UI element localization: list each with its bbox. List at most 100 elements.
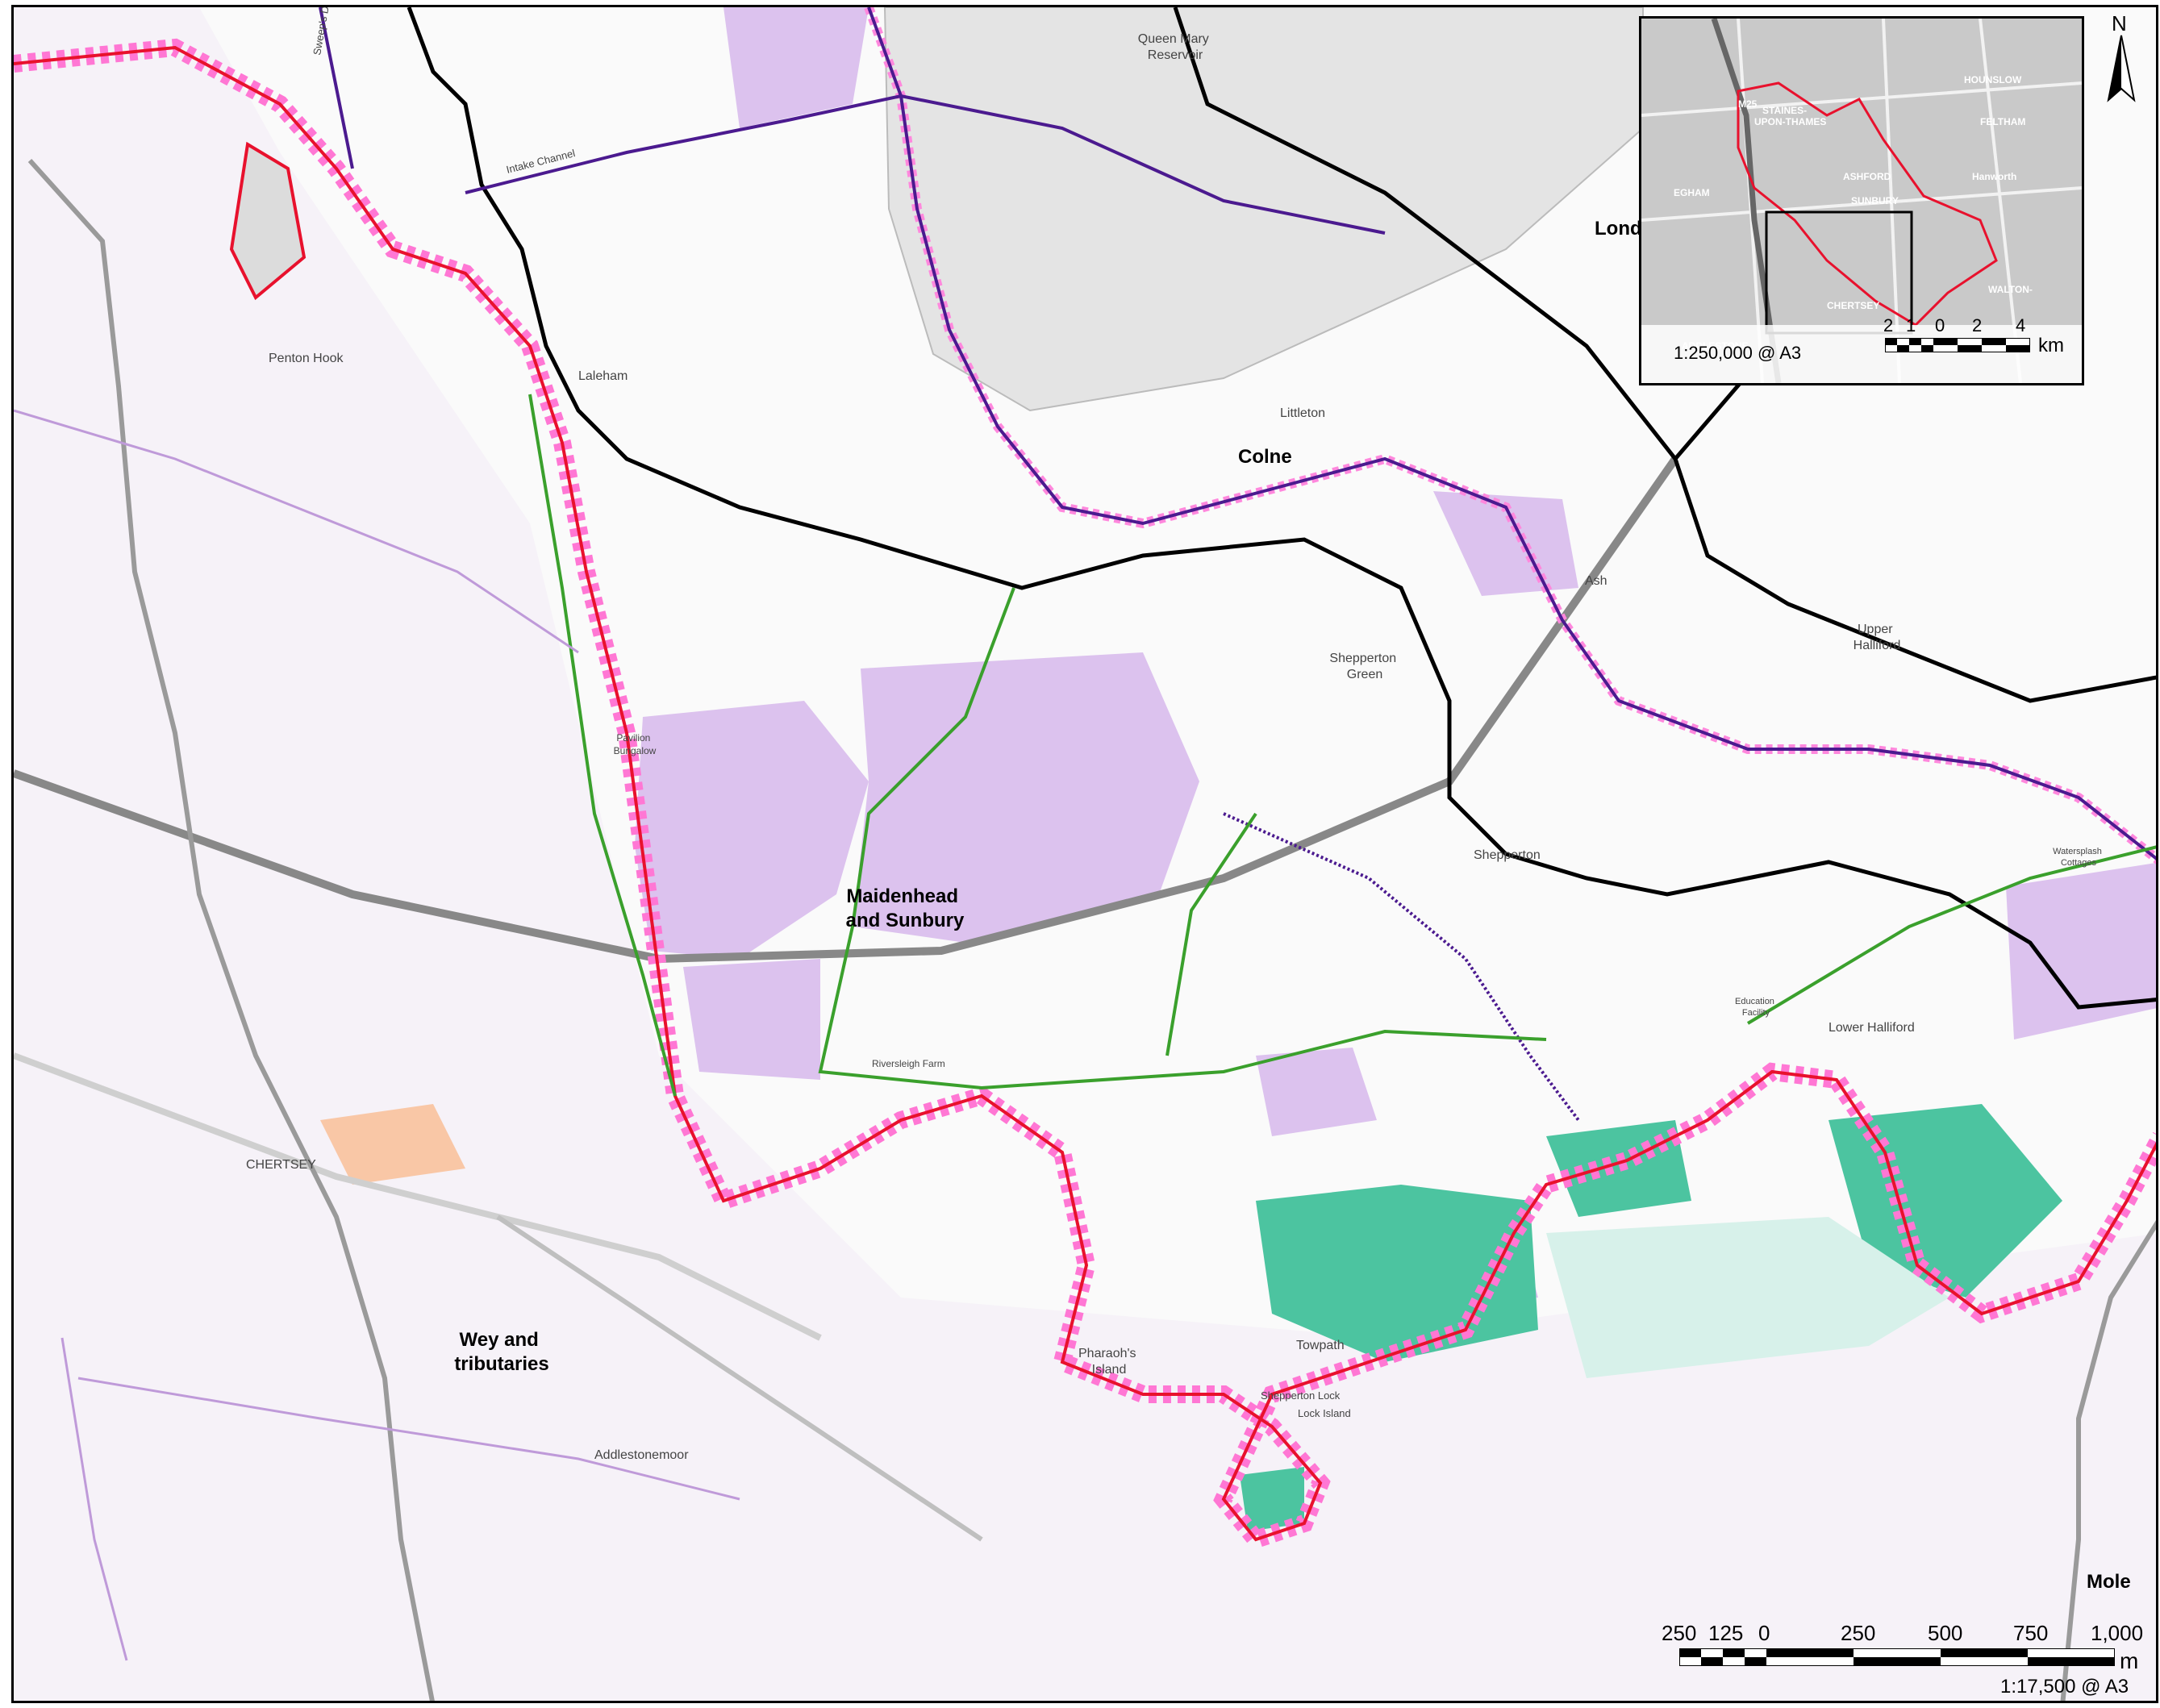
sweeps-ditch — [319, 7, 354, 169]
place-shepperton-green-1: Shepperton — [1329, 652, 1396, 665]
green-path-4 — [528, 394, 677, 1097]
inset-scale-tick-4: 4 — [2016, 315, 2026, 335]
inset-map[interactable]: STAINES- UPON-THAMES FELTHAM HOUNSLOW EG… — [1639, 16, 2084, 385]
place-riversleigh: Riversleigh Farm — [872, 1058, 945, 1069]
catchment-boundary — [407, 7, 2156, 1010]
inset-study-area — [1737, 81, 1998, 327]
inset-place-walton: WALTON- — [1988, 284, 2033, 295]
flood-zone-orange — [320, 1104, 465, 1185]
place-addlestonemoor: Addlestonemoor — [594, 1448, 689, 1462]
inset-place-feltham: FELTHAM — [1980, 116, 2025, 127]
lake-west — [635, 701, 869, 959]
flood-zone-2 — [1828, 1104, 2062, 1298]
inset-scale-unit: km — [2038, 335, 2064, 356]
place-shepperton-lock: Shepperton Lock — [1261, 1389, 1341, 1402]
inset-place-staines: STAINES- — [1762, 105, 1807, 116]
scale-tick-750: 750 — [2013, 1621, 2049, 1645]
inset-place-labels: STAINES- UPON-THAMES FELTHAM HOUNSLOW EG… — [1674, 74, 2033, 352]
place-lower-halliford: Lower Halliford — [1828, 1021, 1915, 1035]
scale-tick-250b: 250 — [1841, 1621, 1876, 1645]
intake-channel — [465, 94, 1386, 235]
place-education-1: Education — [1735, 997, 1774, 1006]
place-upper-halliford: Upper Halliford — [1854, 623, 1901, 652]
place-queen-mary-1: Queen Mary — [1138, 32, 1209, 46]
lake-central — [853, 652, 1199, 943]
label-lond: Lond — [1595, 218, 1642, 240]
place-queen-mary-2: Reservoir — [1148, 48, 1203, 62]
green-path-1 — [818, 587, 1547, 1090]
boundary-ne — [1173, 7, 2156, 703]
inset-scale-tick-2b: 2 — [1972, 315, 1983, 335]
lake-east-2 — [2006, 862, 2156, 1039]
lake-east — [1433, 491, 1578, 596]
label-wey-line1: Wey and — [460, 1329, 539, 1351]
motorway-m3 — [14, 456, 1679, 964]
inset-scale-bar — [1885, 338, 2030, 352]
lake-south-west — [683, 959, 820, 1080]
label-maidenhead: Maidenhead and Sunbury — [846, 885, 965, 931]
place-littleton: Littleton — [1280, 406, 1325, 420]
place-shepperton: Shepperton — [1474, 848, 1541, 862]
green-path-3 — [1746, 845, 2156, 1025]
flood-zone-4 — [1240, 1467, 1304, 1531]
lake-north — [723, 7, 869, 128]
place-chertsey: CHERTSEY — [246, 1158, 316, 1172]
river-thames — [14, 45, 2156, 1542]
river-colne — [867, 7, 2156, 860]
inset-scale-ratio: 1:250,000 @ A3 — [1674, 343, 1802, 363]
faded-west-zone — [14, 7, 2156, 1701]
place-waterslash-1: Watersplash — [2053, 847, 2102, 856]
inset-place-hounslow: HOUNSLOW — [1964, 74, 2022, 85]
inset-place-egham: EGHAM — [1674, 187, 1710, 198]
place-upper-halliford-2: Halliford — [1854, 639, 1901, 652]
lake-south-1 — [1256, 1048, 1377, 1136]
place-shepperton-green-2: Green — [1347, 668, 1382, 681]
place-pavilion-1: Pavilion — [616, 732, 650, 744]
label-mole: Mole — [2087, 1571, 2131, 1593]
place-education-2: Facility — [1742, 1008, 1770, 1018]
inset-place-m25: M25 — [1738, 98, 1758, 110]
scale-tick-125: 125 — [1708, 1621, 1744, 1645]
green-path-2 — [1165, 812, 1257, 1056]
place-pharaohs-1: Pharaoh's — [1078, 1347, 1136, 1360]
scale-tick-500: 500 — [1928, 1621, 1963, 1645]
inset-scale-tick-2a: 2 — [1883, 315, 1894, 335]
place-waterslash: Watersplash Cottages — [2053, 847, 2104, 868]
north-label: N — [2112, 11, 2127, 35]
scale-bar-graphic — [1679, 1648, 2115, 1666]
north-arrow-icon — [2107, 35, 2136, 102]
flood-zone-light — [1546, 1217, 1949, 1378]
grey-boundary-east — [2060, 1219, 2156, 1701]
inset-place-ashford: ASHFORD — [1843, 171, 1891, 182]
place-education: Education Facility — [1735, 997, 1777, 1018]
place-pharaohs: Pharaoh's Island — [1078, 1347, 1140, 1377]
tributary-2 — [77, 1377, 740, 1501]
place-shepperton-green: Shepperton Green — [1329, 652, 1399, 681]
place-towpath: Towpath — [1296, 1339, 1345, 1352]
scale-tick-1000: 1,000 — [2091, 1621, 2144, 1645]
label-maidenhead-line1: Maidenhead — [846, 885, 958, 907]
place-pavilion: Pavilion Bungalow — [614, 732, 657, 756]
grey-boundary-west — [27, 158, 435, 1701]
place-laleham: Laleham — [578, 369, 628, 383]
river-loop-north — [229, 141, 306, 301]
river-ash — [1223, 812, 1580, 1122]
place-upper-halliford-1: Upper — [1858, 623, 1893, 636]
label-maidenhead-line2: and Sunbury — [846, 910, 965, 931]
inset-scale-panel — [1641, 325, 2082, 383]
place-ash: Ash — [1585, 574, 1607, 588]
inset-bg — [1641, 19, 2082, 383]
inset-place-sunbury: SUNBURY — [1851, 195, 1899, 206]
label-colne: Colne — [1238, 446, 1292, 468]
scale-unit: m — [2120, 1648, 2139, 1673]
place-penton-hook: Penton Hook — [269, 352, 344, 365]
label-wey: Wey and tributaries — [454, 1329, 548, 1375]
place-pavilion-2: Bungalow — [614, 745, 657, 756]
scale-ratio: 1:17,500 @ A3 — [2000, 1676, 2129, 1698]
scale-tick-250a: 250 — [1662, 1621, 1697, 1645]
inset-place-upon-thames: UPON-THAMES — [1754, 116, 1826, 127]
label-wey-line2: tributaries — [454, 1353, 548, 1375]
flood-zone-3 — [1546, 1120, 1691, 1217]
tributary-3 — [60, 1337, 128, 1661]
tributary-1 — [14, 409, 579, 654]
